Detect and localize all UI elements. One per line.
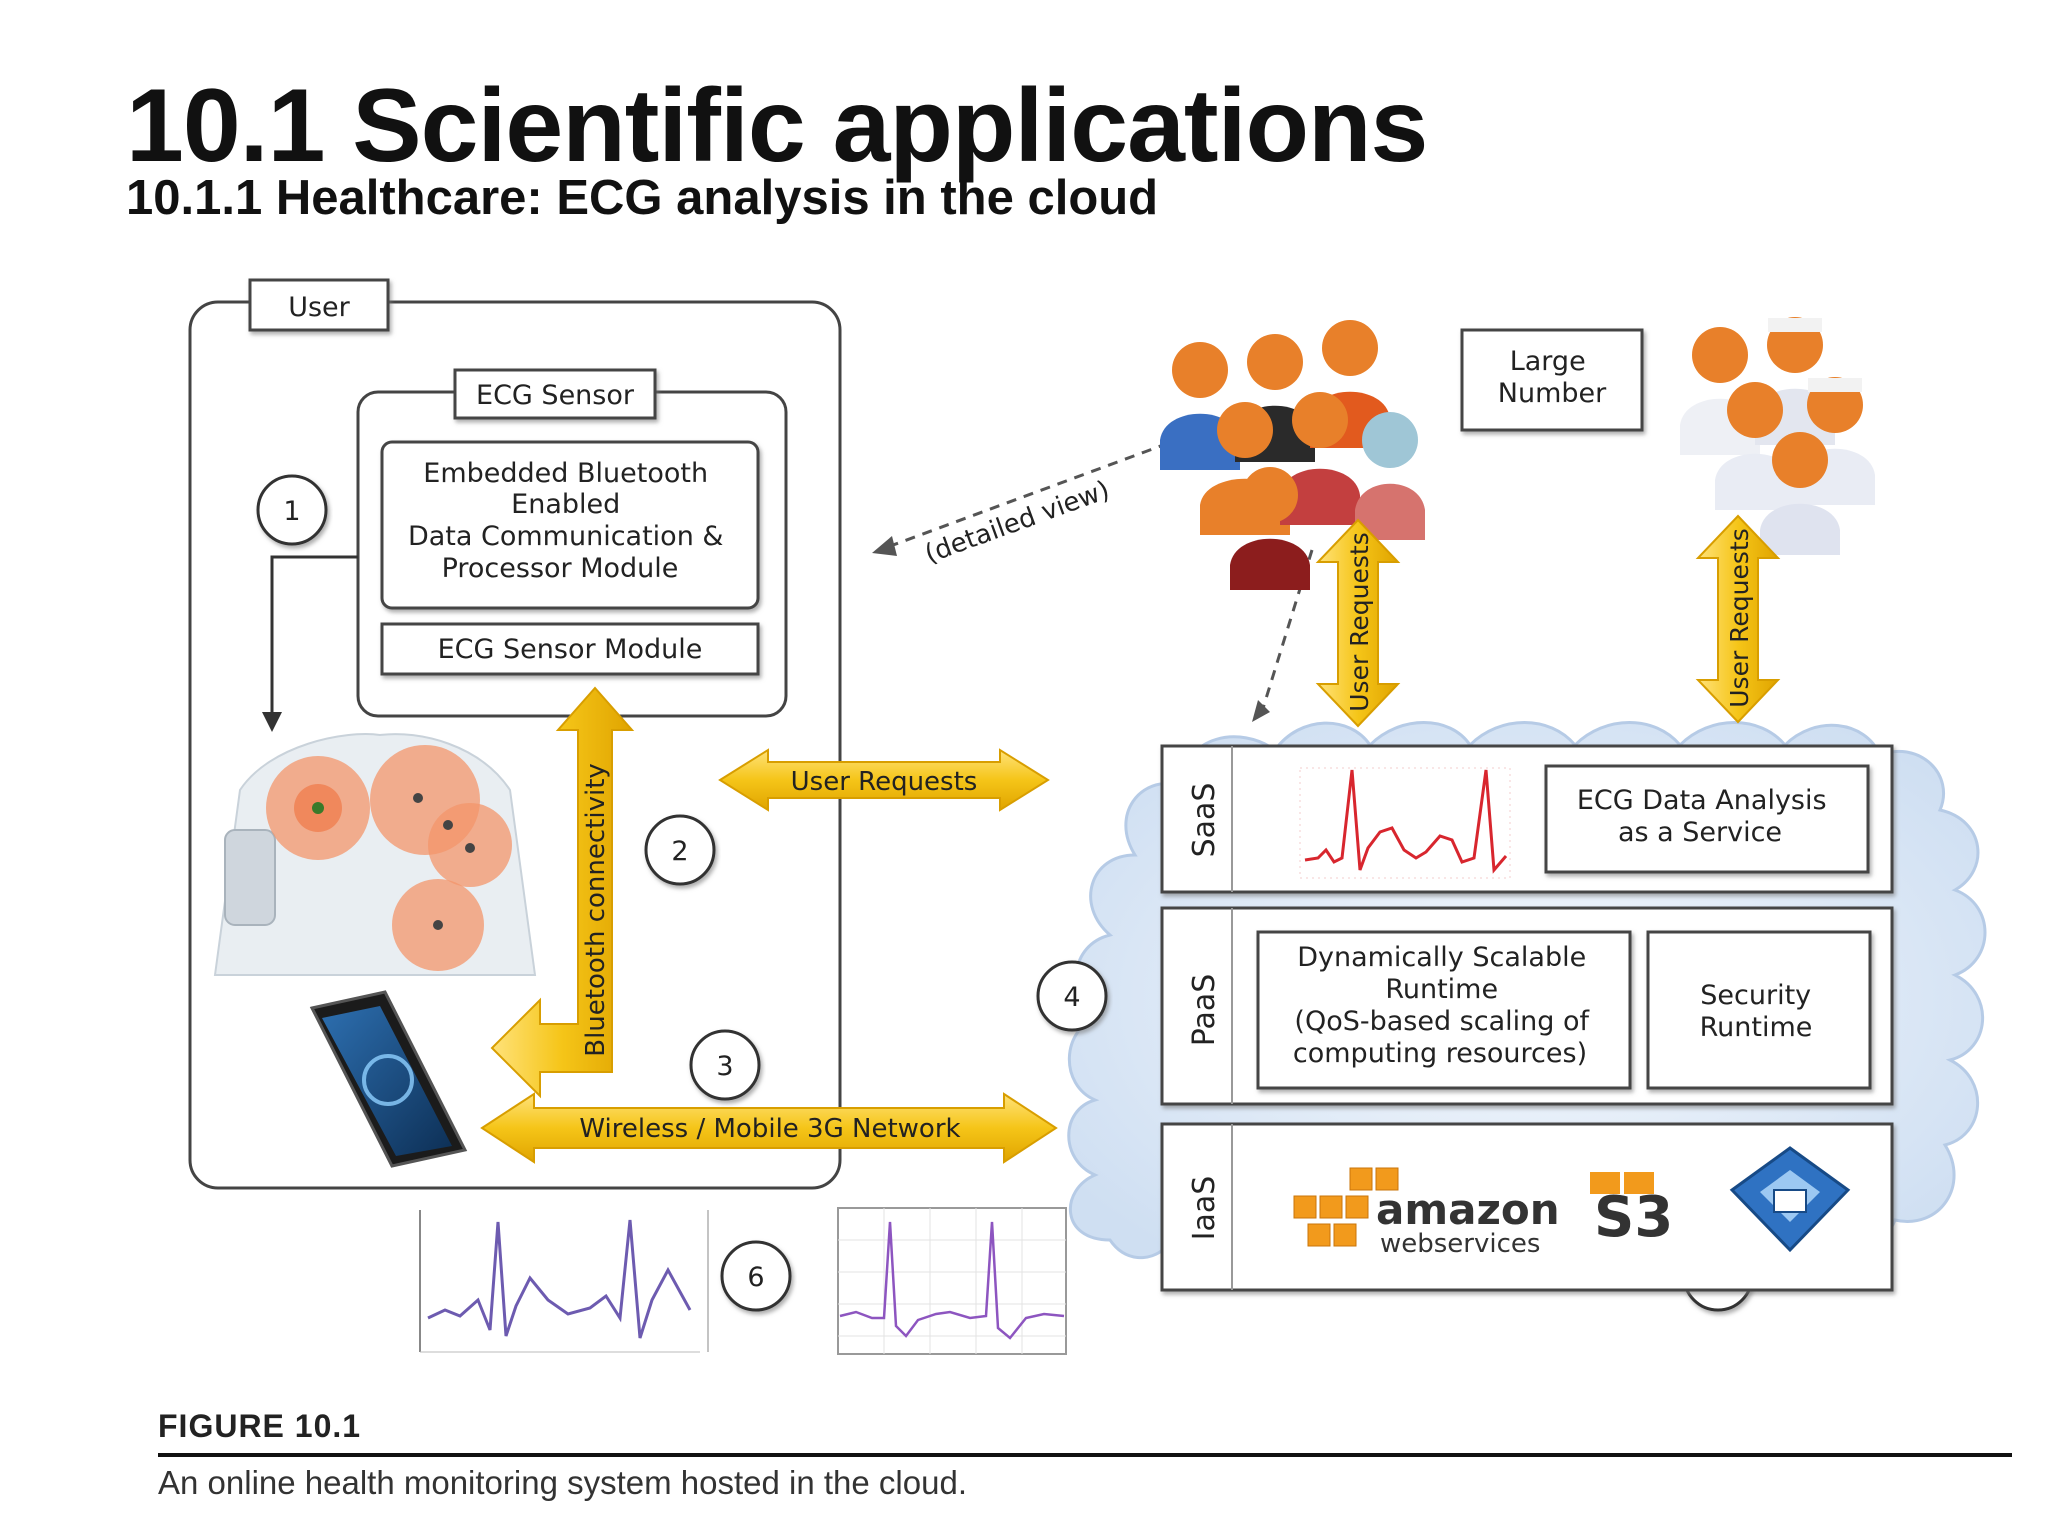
bluetooth-module-line: Enabled [511,489,620,520]
security-runtime-line: Runtime [1700,1012,1813,1043]
user-requests-label: User Requests [791,767,978,797]
scalable-runtime-line: computing resources) [1293,1038,1587,1069]
wireless-network-label: Wireless / Mobile 3G Network [579,1114,960,1144]
ecg-sensor-tab [453,368,657,420]
ecg-sensor-label: ECG Sensor [476,380,635,411]
ecg-chart-icon [419,1210,709,1353]
user-requests-vertical-label: User Requests [1725,528,1754,708]
bluetooth-connectivity-label: Bluetooth connectivity [581,763,611,1057]
sensor-to-body-connector [270,555,358,718]
svg-text:2: 2 [671,836,688,867]
bluetooth-module-text: Embedded Bluetooth Enabled Data Communic… [408,458,732,584]
user-requests-arrow [718,748,1050,812]
ecg-service-line: ECG Data Analysis [1577,785,1827,816]
ecg-service-box [1544,764,1870,874]
page-subtitle: 10.1.1 Healthcare: ECG analysis in the c… [126,171,1159,225]
security-runtime-box [1646,930,1872,1090]
iaas-label: IaaS [1187,1176,1222,1241]
user-container [188,300,842,1190]
s3-logo-text: S3 [1594,1185,1673,1250]
amazon-logo-text: amazon [1376,1185,1560,1234]
paas-label: PaaS [1187,974,1222,1047]
ecg-service-text: ECG Data Analysis as a Service [1577,785,1835,848]
figure-caption: An online health monitoring system hoste… [158,1464,967,1501]
svg-text:3: 3 [716,1051,733,1082]
user-box-label: User [288,292,350,323]
bluetooth-arrow [490,686,635,1099]
large-number-text: Large Number [1498,346,1607,409]
figure-label: FIGURE 10.1 [158,1408,362,1444]
crowd-to-cloud-connector [1258,549,1314,719]
s3-logo-icon: S3 [1590,1172,1673,1250]
ecg-service-line: as a Service [1618,817,1782,848]
large-number-line: Number [1498,378,1607,409]
user-requests-up-arrow-right [1695,514,1781,724]
step-marker: 1 [256,474,328,546]
saas-label: SaaS [1187,783,1222,858]
arrowhead-icon [872,536,897,556]
step-marker: 4 [1036,960,1108,1032]
sensor-module-label: ECG Sensor Module [438,634,703,665]
arrowhead-icon [1252,700,1270,722]
step-marker: 6 [720,1240,792,1312]
svg-text:1: 1 [283,496,300,527]
scalable-runtime-line: Runtime [1385,974,1498,1005]
bluetooth-module-line: Data Communication & [408,521,724,552]
bluetooth-module-line: Processor Module [442,553,679,584]
large-number-line: Large [1510,346,1586,377]
sensor-module-box [380,622,760,676]
figure-divider [158,1453,2012,1457]
page-title: 10.1 Scientific applications [126,68,1428,184]
large-number-box [1460,328,1644,432]
scalable-runtime-text: Dynamically Scalable Runtime (QoS-based … [1293,942,1598,1069]
user-tab [248,278,390,332]
bluetooth-module-line: Embedded Bluetooth [423,458,708,489]
security-runtime-text: Security Runtime [1700,980,1820,1043]
detailed-view-label: (detailed view) [921,475,1114,570]
security-runtime-line: Security [1700,980,1811,1011]
user-requests-vertical-label: User Requests [1345,532,1374,712]
ecg-waveform-icon [1299,767,1511,879]
patient-torso-image [213,733,537,976]
arrowhead-icon [262,712,282,732]
webservices-logo-text: webservices [1380,1229,1540,1259]
aws-cloud-services-icon [1729,1146,1851,1253]
step-marker: 2 [644,814,716,886]
svg-text:6: 6 [747,1262,764,1293]
people-group-icon [1160,320,1425,590]
scalable-runtime-box [1256,930,1632,1090]
scalable-runtime-line: Dynamically Scalable [1297,942,1586,973]
smartphone-icon [309,990,468,1168]
ecg-plot-icon [837,1207,1067,1355]
svg-text:4: 4 [1063,982,1080,1013]
user-requests-up-arrow-left [1315,518,1401,728]
bluetooth-module-box [380,440,760,610]
amazon-cubes-icon [1293,1167,1399,1247]
step-marker: 3 [689,1029,761,1101]
scalable-runtime-line: (QoS-based scaling of [1294,1006,1590,1037]
wireless-network-arrow [480,1092,1058,1164]
doctors-group-icon [1680,317,1875,555]
